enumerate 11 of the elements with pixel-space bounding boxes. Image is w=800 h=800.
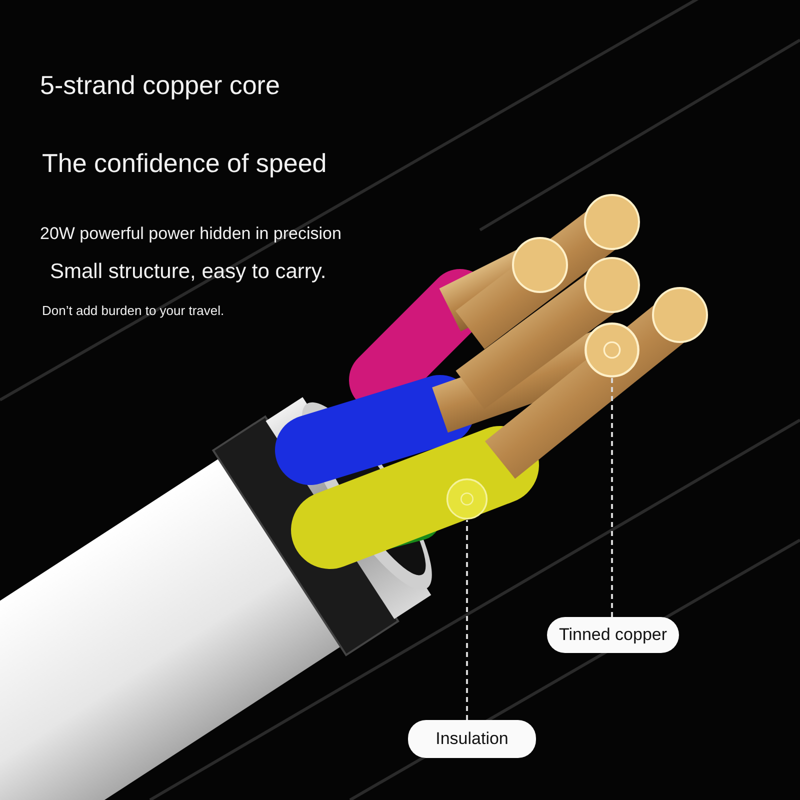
heading: 5-strand copper core: [40, 70, 280, 101]
tagline: Don’t add burden to your travel.: [42, 303, 224, 318]
callout-label: Insulation: [408, 720, 536, 758]
leader-line: [611, 378, 613, 617]
heading: The confidence of speed: [42, 148, 327, 179]
leader-line: [466, 520, 468, 720]
cable-part: [584, 322, 640, 378]
tagline: Small structure, easy to carry.: [50, 260, 326, 284]
cable-part: [446, 478, 488, 520]
tagline: 20W powerful power hidden in precision: [40, 224, 342, 244]
callout-label: Tinned copper: [547, 617, 679, 653]
